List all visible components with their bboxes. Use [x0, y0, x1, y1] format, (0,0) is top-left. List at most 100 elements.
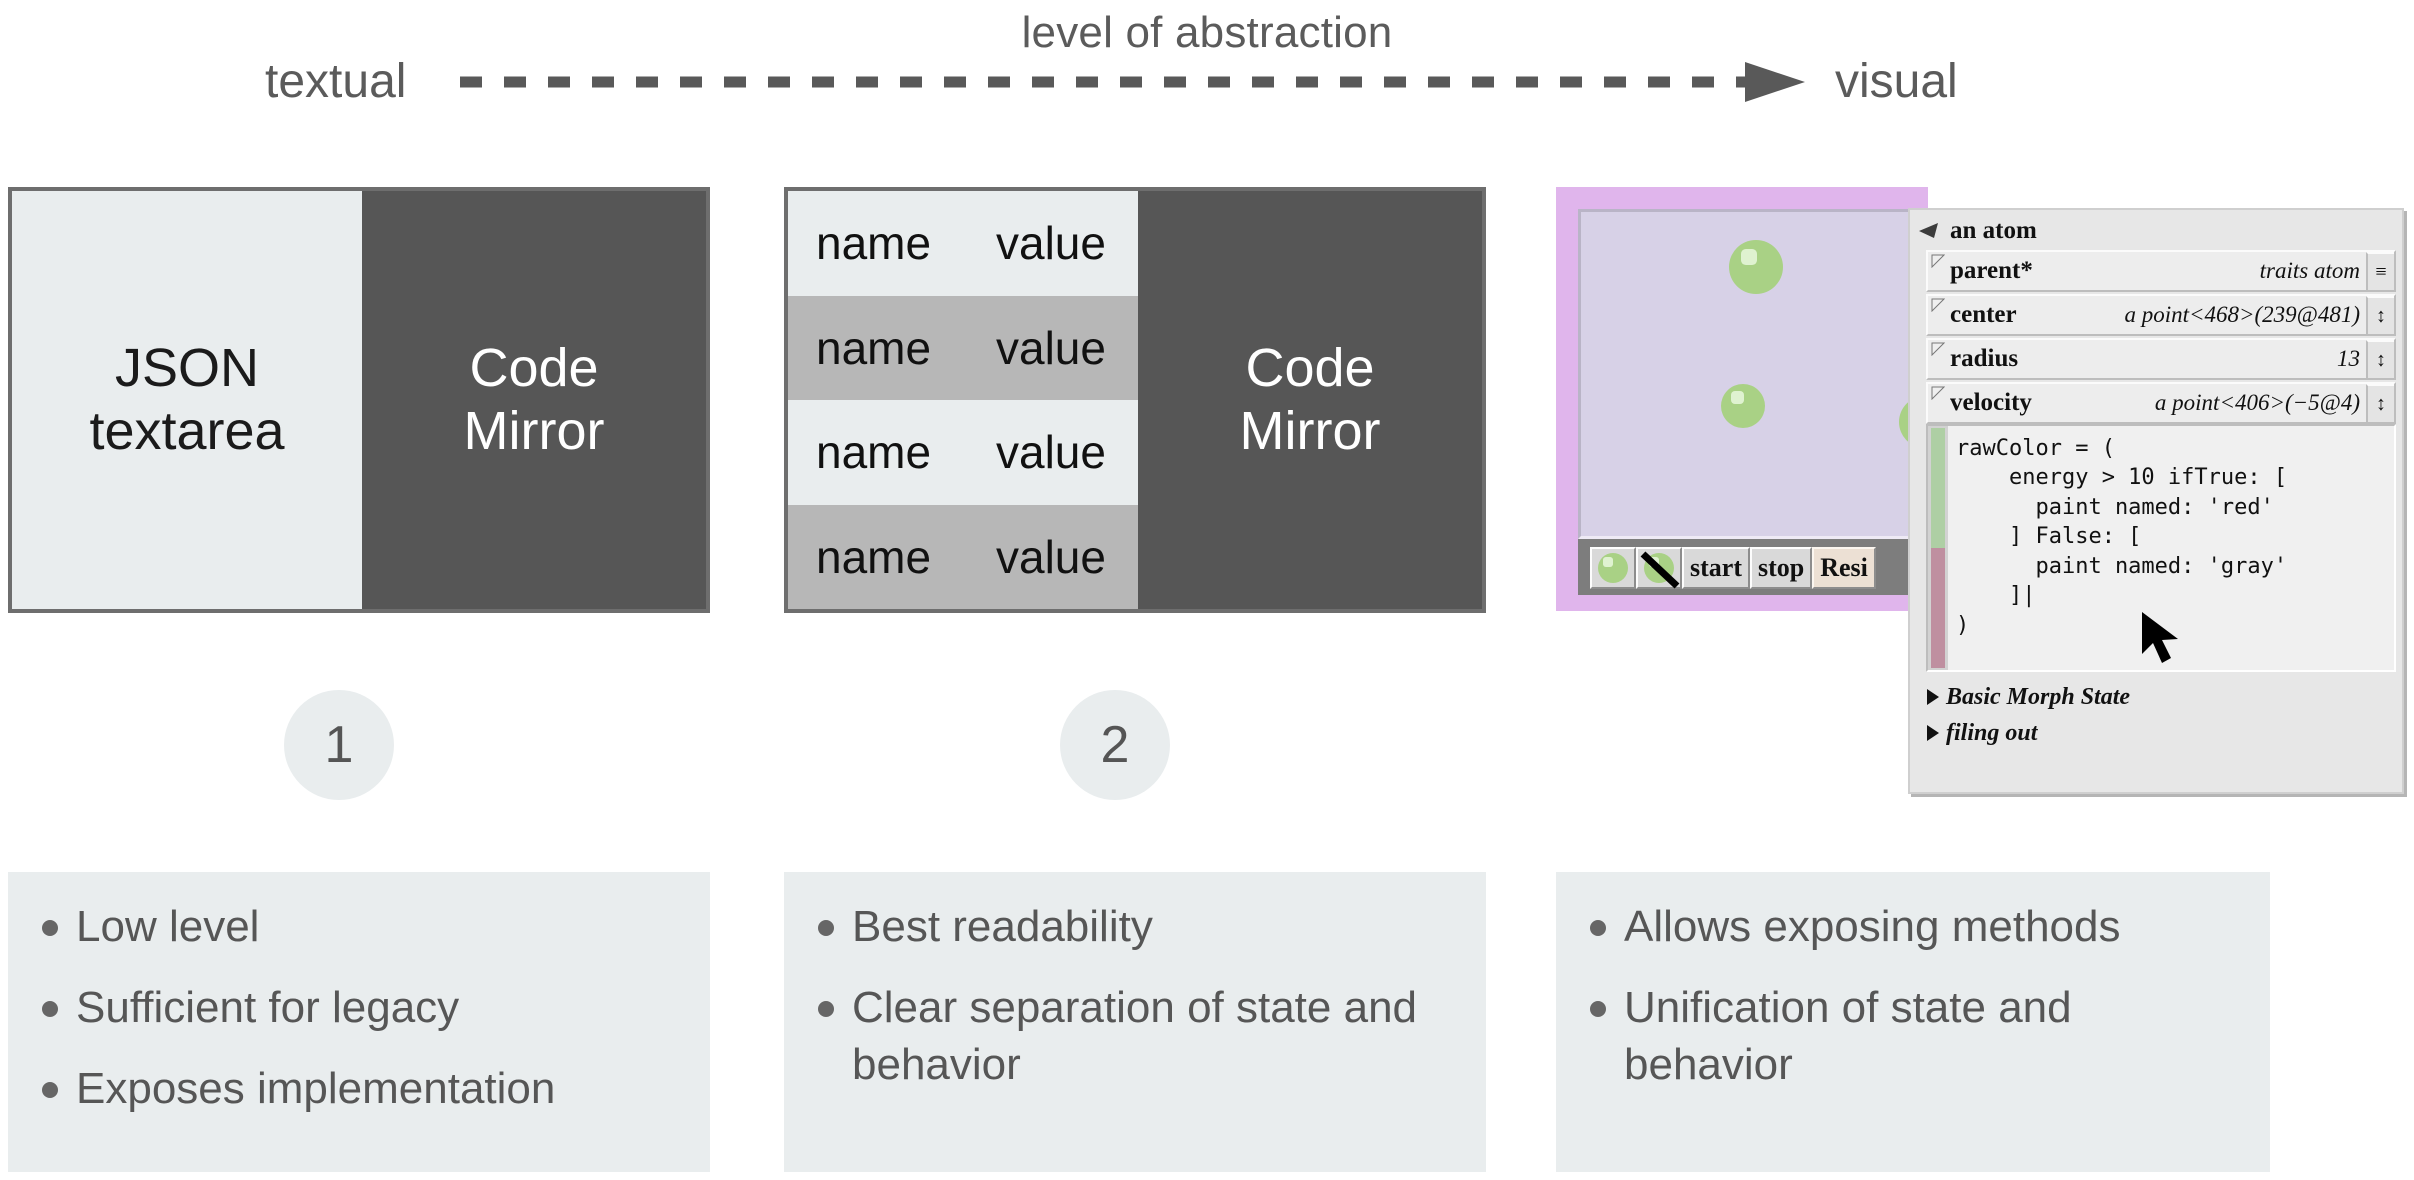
inspector-title-label: an atom [1950, 217, 2037, 244]
list-item-label: Low level [76, 902, 260, 951]
bullet-icon [42, 1001, 58, 1018]
field-value: a point<468>(239@481) [2124, 302, 2360, 327]
atom-morph[interactable] [1721, 384, 1765, 428]
list-item-label: Allows exposing methods [1624, 902, 2121, 951]
pros-box-1: Low level Sufficient for legacy Exposes … [8, 872, 710, 1172]
table-row[interactable]: name value [788, 400, 1138, 505]
list-item: Sufficient for legacy [42, 979, 676, 1036]
world-canvas[interactable] [1578, 209, 1951, 539]
disclosure-label: filing out [1946, 719, 2038, 746]
bullet-icon [818, 1001, 834, 1018]
field-name: parent* [1950, 257, 2033, 284]
field-flag-icon [1931, 342, 1945, 356]
row-name: name [816, 426, 932, 479]
disclosure-label: Basic Morph State [1946, 683, 2131, 710]
start-button[interactable]: start [1682, 547, 1750, 589]
inspector-title-bar[interactable]: an atom [1918, 216, 2398, 246]
code-source[interactable]: rawColor = ( energy > 10 ifTrue: [ paint… [1956, 436, 2288, 638]
table-row[interactable]: name value [788, 295, 1138, 400]
disclosure-basic-morph-state[interactable]: Basic Morph State [1926, 680, 2396, 714]
atom-glint-icon [1740, 248, 1758, 265]
field-row-velocity[interactable]: velocity a point<406>(−5@4) ↕ [1926, 382, 2396, 424]
pros-box-3: Allows exposing methods Unification of s… [1556, 872, 2270, 1172]
bullet-icon [42, 1082, 58, 1099]
field-name: radius [1950, 345, 2019, 372]
slash-icon [1640, 551, 1680, 589]
chevron-right-icon [1927, 689, 1939, 705]
row-name: name [816, 530, 932, 583]
field-name: center [1950, 301, 2017, 328]
world-toolbar: start stop Resi [1578, 539, 1920, 595]
code-gutter [1928, 426, 1948, 670]
panel-1-left-label: JSON textarea [12, 191, 362, 609]
world-frame: start stop Resi [1556, 187, 1951, 611]
field-stepper-handle[interactable]: ↕ [2366, 340, 2394, 378]
table-row[interactable]: name value [788, 191, 1138, 296]
atom-morph[interactable] [1729, 240, 1783, 294]
remove-atom-button[interactable] [1636, 547, 1682, 589]
field-stepper-handle[interactable]: ↕ [2366, 296, 2394, 334]
field-row-parent[interactable]: parent* traits atom ≡ [1926, 250, 2396, 292]
list-item-label: Unification of state and behavior [1624, 983, 2072, 1090]
list-item-label: Best readability [852, 902, 1153, 951]
bullet-icon [1590, 920, 1606, 936]
field-row-center[interactable]: center a point<468>(239@481) ↕ [1926, 294, 2396, 336]
panel-2-right-label: Code Mirror [1138, 191, 1482, 609]
row-name: name [816, 217, 932, 270]
axis-label-visual: visual [1835, 55, 1958, 108]
list-item-label: Exposes implementation [76, 1064, 556, 1114]
field-flag-icon [1931, 386, 1945, 400]
collapse-triangle-icon[interactable] [1918, 222, 1940, 240]
list-item: Best readability [818, 898, 1452, 955]
code-editor[interactable]: rawColor = ( energy > 10 ifTrue: [ paint… [1926, 424, 2396, 672]
gutter-accept-bar[interactable] [1931, 428, 1945, 548]
stop-button[interactable]: stop [1749, 547, 1813, 589]
list-item: Unification of state and behavior [1590, 979, 2236, 1093]
list-item: Allows exposing methods [1590, 898, 2236, 955]
gutter-cancel-bar[interactable] [1931, 548, 1945, 668]
axis-label-textual: textual [265, 55, 407, 108]
field-flag-icon [1931, 298, 1945, 312]
field-name: velocity [1950, 389, 2032, 416]
panel-json-textarea[interactable]: JSON textarea Code Mirror [8, 187, 710, 613]
row-value: value [996, 426, 1106, 479]
field-stepper-handle[interactable]: ↕ [2366, 384, 2394, 422]
field-menu-handle[interactable]: ≡ [2366, 252, 2394, 290]
list-item: Low level [42, 898, 676, 955]
row-name: name [816, 321, 932, 374]
field-row-radius[interactable]: radius 13 ↕ [1926, 338, 2396, 380]
panel-morphic-world[interactable]: start stop Resi [1556, 187, 1951, 611]
list-item: Exposes implementation [42, 1060, 676, 1117]
field-value: traits atom [2259, 258, 2360, 283]
inspector-field-list: parent* traits atom ≡ center a point<468… [1926, 250, 2396, 426]
abstraction-arrow-icon [460, 62, 1805, 102]
bullet-icon [42, 920, 58, 936]
list-item-label: Sufficient for legacy [76, 983, 460, 1033]
panel-1-right-label: Code Mirror [362, 191, 706, 609]
table-row[interactable]: name value [788, 504, 1138, 609]
bullet-icon [1590, 1001, 1606, 1018]
pros-box-2: Best readability Clear separation of sta… [784, 872, 1486, 1172]
chevron-right-icon [1927, 725, 1939, 741]
row-value: value [996, 217, 1106, 270]
step-badge-1: 1 [284, 690, 394, 800]
field-flag-icon [1931, 254, 1945, 268]
reset-button[interactable]: Resi [1812, 547, 1876, 589]
bullet-icon [818, 920, 834, 936]
row-value: value [996, 530, 1106, 583]
field-value: 13 [2337, 346, 2360, 371]
disclosure-filing-out[interactable]: filing out [1926, 716, 2396, 750]
atom-glint-icon [1730, 391, 1744, 405]
row-value: value [996, 321, 1106, 374]
add-atom-button[interactable] [1590, 547, 1636, 589]
object-inspector-window[interactable]: an atom parent* traits atom ≡ center a p… [1908, 208, 2404, 794]
list-item-label: Clear separation of state and behavior [852, 983, 1418, 1090]
step-badge-2: 2 [1060, 690, 1170, 800]
axis-title: level of abstraction [1021, 8, 1393, 57]
name-value-table: name value name value name value name va… [788, 191, 1138, 609]
panel-name-value-table[interactable]: name value name value name value name va… [784, 187, 1486, 613]
mouse-cursor-icon [2142, 612, 2178, 663]
field-value: a point<406>(−5@4) [2154, 390, 2360, 415]
atom-icon [1598, 553, 1628, 583]
list-item: Clear separation of state and behavior [818, 979, 1452, 1093]
